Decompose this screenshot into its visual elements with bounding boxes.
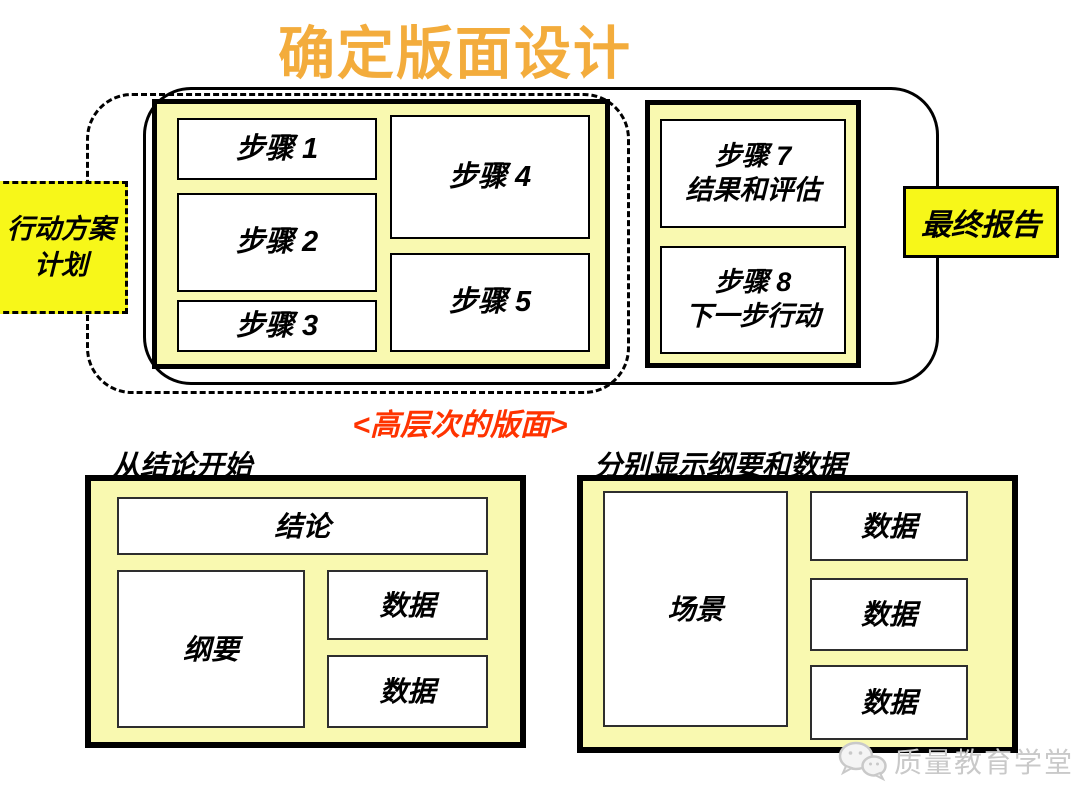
data-label: 数据	[860, 510, 917, 542]
conclusion-box: 结论	[117, 497, 488, 555]
step-box-5: 步骤 5	[390, 253, 590, 352]
conclusion-label: 结论	[274, 510, 331, 542]
action-plan-label: 行动方案 计划	[0, 181, 128, 314]
wechat-icon	[836, 740, 888, 782]
final-report-label: 最终报告	[903, 186, 1059, 258]
scene-box: 场景	[603, 491, 788, 727]
step-box-3: 步骤 3	[177, 300, 377, 352]
conclusion-first-panel: 结论 纲要 数据 数据	[85, 475, 526, 748]
data-label: 数据	[860, 599, 917, 630]
data-box: 数据	[810, 578, 968, 651]
data-box: 数据	[327, 570, 488, 640]
data-label: 数据	[860, 687, 917, 718]
high-level-layout-caption: <高层次的版面>	[352, 409, 568, 442]
step-label: 步骤 4	[448, 160, 532, 193]
data-box: 数据	[810, 491, 968, 561]
data-box: 数据	[810, 665, 968, 740]
step-box-1: 步骤 1	[177, 118, 377, 180]
step-box-2: 步骤 2	[177, 193, 377, 292]
steps-panel-7-8: 步骤 7 结果和评估 步骤 8 下一步行动	[645, 100, 861, 368]
step-label-line1: 步骤 7	[714, 140, 792, 171]
scene-label: 场景	[667, 593, 724, 625]
data-box: 数据	[327, 655, 488, 728]
page-title: 确定版面设计	[278, 22, 632, 86]
data-label: 数据	[379, 589, 436, 621]
step-label-line2: 下一步行动	[685, 301, 821, 331]
data-label: 数据	[379, 676, 436, 707]
watermark-text: 质量教育学堂	[894, 747, 1075, 778]
steps-panel-1-5: 步骤 1 步骤 2 步骤 3 步骤 4 步骤 5	[152, 99, 610, 369]
step-box-7: 步骤 7 结果和评估	[660, 119, 846, 228]
step-box-8: 步骤 8 下一步行动	[660, 246, 846, 354]
final-report-text: 最终报告	[921, 209, 1041, 242]
step-label: 步骤 1	[235, 132, 319, 165]
outline-data-panel: 场景 数据 数据 数据	[577, 475, 1018, 753]
watermark: 质量教育学堂	[836, 740, 1074, 782]
step-label-line1: 步骤 8	[714, 267, 792, 298]
outline-box: 纲要	[117, 570, 305, 728]
action-plan-line2: 计划	[34, 249, 88, 280]
step-label: 步骤 2	[235, 226, 319, 259]
step-label: 步骤 3	[235, 309, 319, 342]
step-label: 步骤 5	[448, 286, 532, 319]
outline-label: 纲要	[182, 633, 239, 665]
step-label-line2: 结果和评估	[685, 174, 821, 205]
action-plan-line1: 行动方案	[7, 214, 115, 245]
step-box-4: 步骤 4	[390, 115, 590, 239]
